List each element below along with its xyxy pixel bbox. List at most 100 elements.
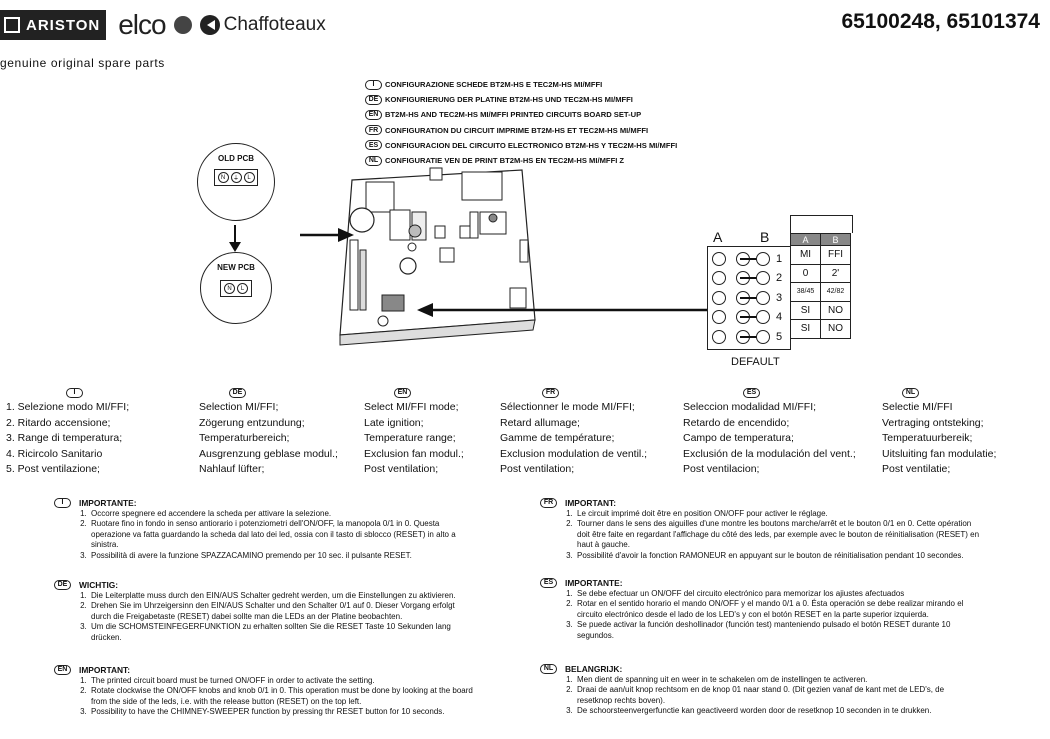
note-item: Se puede activar la función deshollinado…: [575, 620, 980, 641]
pin-c: [756, 251, 770, 266]
pin-c: [756, 310, 770, 325]
jumper: [736, 310, 772, 325]
jumper-row: 1: [708, 249, 790, 269]
title-text: KONFIGURIERUNG DER PLATINE BT2M-HS UND T…: [385, 95, 633, 105]
language-badge: EN: [394, 387, 411, 398]
jumper-bar: [740, 316, 766, 319]
column-item: Exclusion fan modul.;: [364, 447, 464, 460]
column-header: FR: [500, 384, 647, 400]
chaffoteaux-logo: Chaffoteaux: [199, 14, 326, 36]
column-item: Vertraging ontsteking;: [882, 416, 984, 429]
terminal: L: [243, 172, 255, 183]
column-item: 3. Range di temperatura;: [6, 432, 123, 444]
jumper-row: 3: [708, 288, 790, 308]
column-b-label: B: [760, 229, 770, 245]
pin-a: [712, 271, 726, 286]
row-number: 4: [776, 311, 783, 324]
note-item: Draai de aan/uit knop rechtsom en de kno…: [575, 685, 980, 706]
note-item: Rotar en el sentido horario el mando ON/…: [575, 599, 980, 620]
ariston-logo: ARISTON: [0, 10, 107, 40]
language-badge: DE: [229, 387, 246, 398]
table-cell: MI: [790, 245, 821, 265]
pin-a: [712, 290, 726, 305]
note-list: The printed circuit board must be turned…: [54, 676, 474, 718]
note-title: BELANGRIJK:: [565, 664, 623, 674]
note-item: Die Leiterplatte muss durch den EIN/AUS …: [89, 591, 474, 602]
title-text: CONFIGURACION DEL CIRCUITO ELECTRONICO B…: [385, 140, 678, 150]
ariston-text: ARISTON: [26, 16, 101, 34]
column-item: Temperatuurbereik;: [882, 432, 973, 444]
title-text: CONFIGURATIE VEN DE PRINT BT2M-HS EN TEC…: [385, 156, 625, 166]
title-text: BT2M-HS AND TEC2M-HS MI/MFFI PRINTED CIR…: [385, 110, 642, 120]
note-title: WICHTIG:: [79, 580, 119, 590]
table-cell: SI: [790, 300, 821, 320]
language-badge: I: [365, 79, 382, 90]
language-badge: ES: [365, 140, 382, 151]
note-title: IMPORTANTE:: [565, 578, 623, 588]
column-item: 2. Ritardo accensione;: [6, 416, 111, 429]
column-item: Seleccion modalidad MI/FFI;: [683, 401, 817, 413]
column-item: Exclusion modulation de ventil.;: [500, 447, 648, 460]
row-number: 1: [776, 252, 783, 265]
pin-c: [756, 329, 770, 344]
old-pcb-callout: OLD PCB N⏚L: [197, 143, 275, 221]
language-badge: I: [66, 387, 83, 398]
elco-logo: elco: [118, 9, 166, 40]
note-item: De schoorsteenvergerfunctie kan geactive…: [575, 706, 980, 717]
house-icon: [4, 17, 20, 33]
terminal: N: [217, 172, 229, 183]
column-header: I: [6, 384, 129, 400]
pin-a: [712, 251, 726, 266]
note-title: IMPORTANTE:: [79, 498, 137, 508]
jumper-row: 2: [708, 269, 790, 289]
note-item: Drehen Sie im Uhrzeigersinn den EIN/AUS …: [89, 601, 474, 622]
note-item: Possibility to have the CHIMNEY-SWEEPER …: [89, 707, 474, 718]
settings-table-top: [790, 215, 853, 233]
jumper: [736, 290, 772, 305]
jumper-bar: [740, 277, 766, 280]
column-item: Post ventilation;: [500, 463, 575, 475]
jumper: [736, 329, 772, 344]
column-item: Exclusión de la modulación del vent.;: [683, 447, 856, 460]
language-badge: NL: [365, 155, 382, 166]
elco-badge-icon: [173, 16, 192, 34]
terminal: ⏚: [230, 172, 242, 183]
table-cell: SI: [790, 319, 821, 339]
old-terminal-block: N⏚L: [214, 169, 258, 186]
note-item: Possibilité d'avoir la fonction RAMONEUR…: [575, 551, 980, 562]
jumper-row: 5: [708, 327, 790, 347]
column-item: Select MI/FFI mode;: [364, 401, 459, 413]
jumper: [736, 271, 772, 286]
column-item: Campo de temperatura;: [683, 432, 794, 444]
column-header: DE: [199, 384, 338, 400]
table-cell: 38/45: [790, 282, 821, 302]
pcb-board: [339, 167, 536, 346]
language-badge: EN: [365, 109, 382, 120]
column-item: Gamme de température;: [500, 432, 615, 444]
terminal: N: [224, 283, 235, 294]
column-header: NL: [882, 384, 996, 400]
chaffoteaux-mark-icon: [199, 15, 220, 35]
column-item: Retard allumage;: [500, 416, 580, 429]
column-item: Selection MI/FFI;: [199, 401, 279, 413]
title-text: CONFIGURAZIONE SCHEDE BT2M-HS E TEC2M-HS…: [385, 80, 603, 90]
column-item: Nahlauf lüfter;: [199, 463, 265, 475]
note-item: Occorre spegnere ed accendere la scheda …: [89, 509, 474, 520]
row-number: 2: [776, 272, 783, 285]
